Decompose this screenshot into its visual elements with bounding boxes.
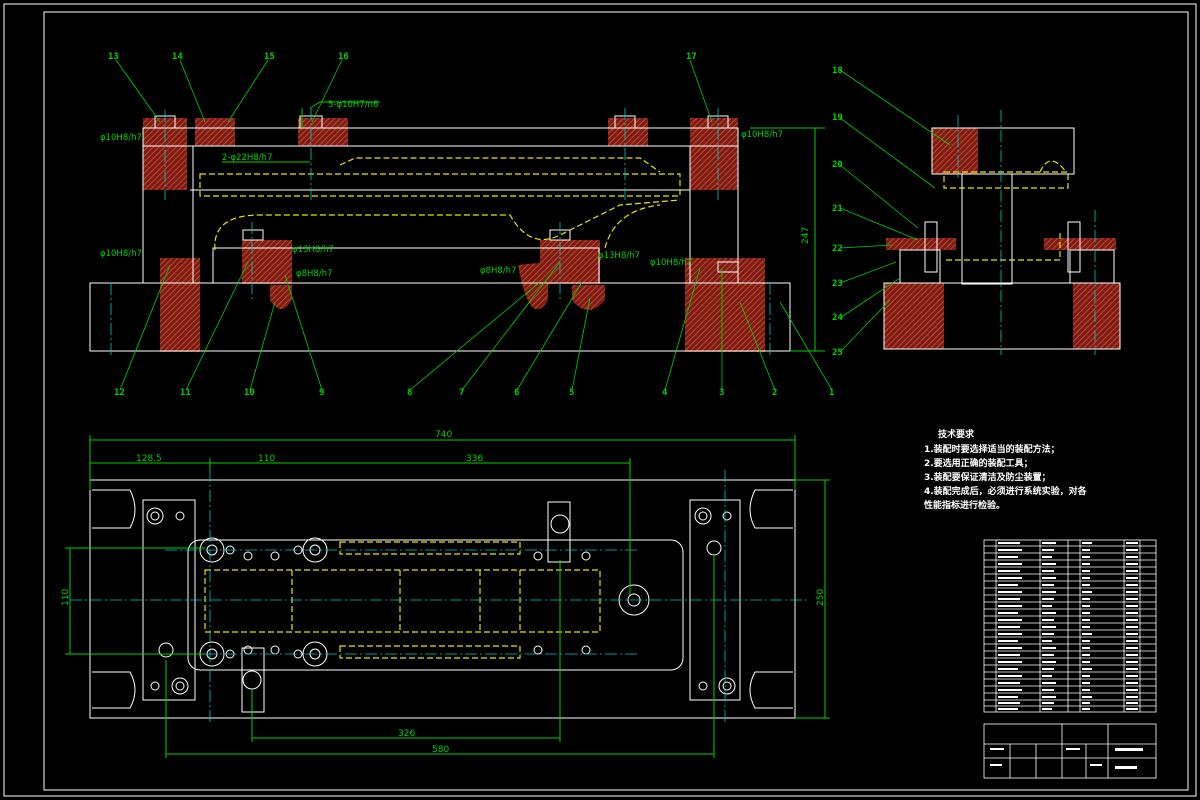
title-block-marks bbox=[990, 748, 1143, 769]
fit-5-holes: 5-φ10H7/n6 bbox=[328, 100, 378, 110]
balloon-25: 25 bbox=[832, 348, 843, 358]
dim-height: 247 bbox=[801, 227, 811, 244]
balloon-24: 24 bbox=[832, 313, 843, 323]
balloons-right: 18 19 20 21 22 23 24 25 bbox=[832, 66, 843, 358]
dim-336: 336 bbox=[466, 454, 483, 464]
balloon-4: 4 bbox=[662, 388, 668, 398]
dim-width-left: 110 bbox=[61, 589, 71, 606]
balloon-11: 11 bbox=[180, 388, 191, 398]
balloon-21: 21 bbox=[832, 204, 843, 214]
balloon-10: 10 bbox=[244, 388, 255, 398]
technical-requirements: 技术要求 1.装配时要选择适当的装配方法； 2.要选用正确的装配工具； 3.装配… bbox=[924, 428, 1124, 513]
dim-326: 326 bbox=[398, 729, 415, 739]
dimension-values: 247 740 128.5 110 336 110 250 326 580 bbox=[61, 227, 826, 755]
fit-annotations: 5-φ10H7/n6 2-φ22H8/h7 φ10H8/h7 φ10H8/h7 … bbox=[100, 100, 783, 279]
balloon-6: 6 bbox=[514, 388, 519, 398]
fit-8-right: φ8H8/h7 bbox=[480, 266, 516, 276]
notes-line: 3.装配要保证清洁及防尘装置； bbox=[924, 473, 1051, 483]
balloons-bottom: 12 11 10 9 8 7 6 5 4 3 2 1 bbox=[114, 388, 834, 398]
parts-list bbox=[983, 539, 1157, 713]
fit-13-right: φ13H8/h7 bbox=[598, 251, 640, 261]
balloon-19: 19 bbox=[832, 113, 843, 123]
balloon-7: 7 bbox=[459, 388, 464, 398]
fit-2-holes: 2-φ22H8/h7 bbox=[222, 153, 272, 163]
balloon-3: 3 bbox=[719, 388, 724, 398]
balloon-15: 15 bbox=[264, 52, 275, 62]
notes-line: 2.要选用正确的装配工具； bbox=[924, 459, 1033, 469]
balloon-20: 20 bbox=[832, 160, 843, 170]
side-view bbox=[883, 110, 1121, 355]
title-block bbox=[983, 723, 1157, 779]
balloon-23: 23 bbox=[832, 279, 843, 289]
balloon-8: 8 bbox=[407, 388, 412, 398]
notes-line: 4.装配完成后，必须进行系统实验，对各 bbox=[924, 487, 1087, 497]
fit-8-left: φ8H8/h7 bbox=[296, 269, 332, 279]
top-view bbox=[65, 435, 830, 758]
fit-13-left: φ13H8/h7 bbox=[292, 245, 334, 255]
front-view bbox=[89, 101, 825, 355]
balloon-12: 12 bbox=[114, 388, 125, 398]
fit-left-mid: φ10H8/h7 bbox=[100, 249, 142, 259]
balloon-1: 1 bbox=[829, 388, 834, 398]
notes-line: 性能指标进行检验。 bbox=[924, 501, 1006, 511]
fit-right-low: φ10H8/h7 bbox=[650, 258, 692, 268]
balloon-22: 22 bbox=[832, 244, 843, 254]
dim-128-5: 128.5 bbox=[136, 454, 162, 464]
balloon-18: 18 bbox=[832, 66, 843, 76]
leader-lines bbox=[115, 59, 951, 391]
fit-left-top: φ10H8/h7 bbox=[100, 133, 142, 143]
balloon-5: 5 bbox=[569, 388, 574, 398]
parts-list-marks bbox=[998, 542, 1138, 710]
balloons-top: 13 14 15 16 17 bbox=[108, 52, 697, 62]
notes-title: 技术要求 bbox=[938, 430, 975, 440]
dim-110-top: 110 bbox=[258, 454, 275, 464]
balloon-16: 16 bbox=[338, 52, 349, 62]
balloon-2: 2 bbox=[772, 388, 777, 398]
balloon-13: 13 bbox=[108, 52, 119, 62]
dim-width-right: 250 bbox=[816, 589, 826, 606]
balloon-17: 17 bbox=[686, 52, 697, 62]
fit-right-top: φ10H8/h7 bbox=[741, 130, 783, 140]
balloon-14: 14 bbox=[172, 52, 183, 62]
dim-580: 580 bbox=[432, 745, 449, 755]
balloon-9: 9 bbox=[319, 388, 324, 398]
notes-line: 1.装配时要选择适当的装配方法； bbox=[924, 445, 1060, 455]
dim-overall-length: 740 bbox=[435, 430, 452, 440]
drawing-frame bbox=[3, 3, 1197, 797]
